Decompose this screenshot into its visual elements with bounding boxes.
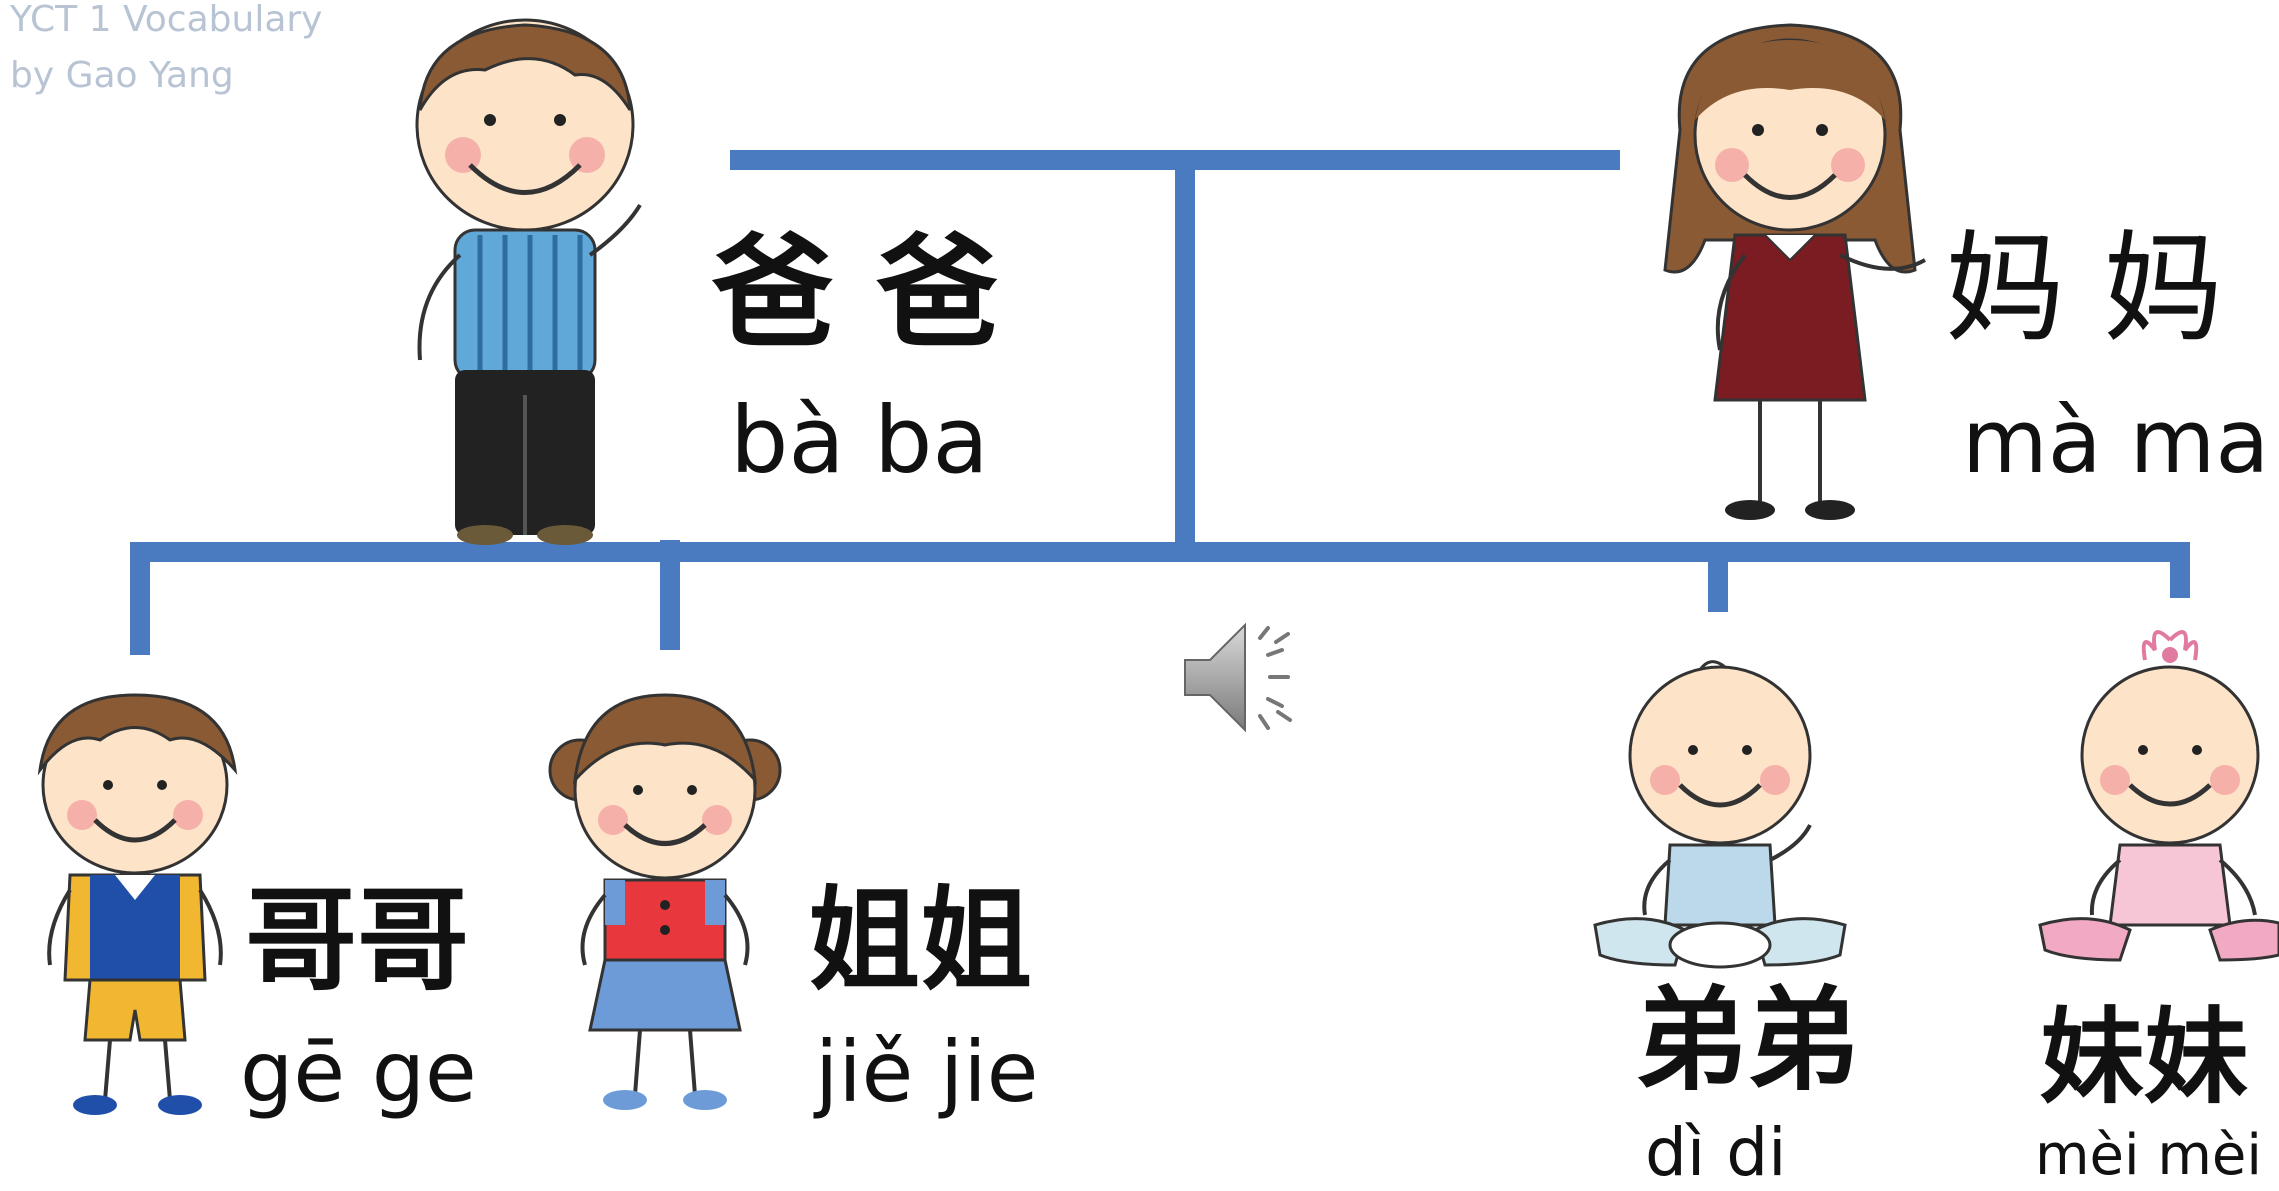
didi-hanzi: 弟弟 — [1635, 976, 1859, 1106]
watermark-title: YCT 1 Vocabulary — [10, 0, 323, 40]
speaker-icon[interactable] — [1180, 620, 1310, 740]
jiejie-hanzi: 姐姐 — [808, 876, 1032, 1006]
younger-brother-figure — [1593, 660, 1847, 969]
younger-sister-figure — [2038, 630, 2279, 962]
gege-pinyin: gē ge — [240, 1023, 477, 1121]
mama-pinyin: mà ma — [1962, 390, 2270, 493]
baba-hanzi: 爸 爸 — [712, 222, 999, 364]
mother-figure — [1663, 23, 1926, 520]
father-figure — [415, 18, 642, 545]
older-sister-figure — [548, 693, 782, 1110]
watermark: YCT 1 Vocabulary by Gao Yang — [10, 0, 323, 104]
meimei-pinyin: mèi mèi — [2035, 1123, 2262, 1188]
meimei-hanzi: 妹妹 — [2040, 996, 2249, 1118]
mama-hanzi: 妈 妈 — [1945, 220, 2224, 359]
older-brother-figure — [37, 693, 238, 1115]
watermark-author: by Gao Yang — [10, 55, 234, 96]
jiejie-pinyin: jiě jie — [815, 1023, 1039, 1121]
gege-hanzi: 哥哥 — [245, 876, 469, 1006]
baba-pinyin: bà ba — [730, 387, 989, 494]
didi-pinyin: dì di — [1645, 1114, 1787, 1191]
